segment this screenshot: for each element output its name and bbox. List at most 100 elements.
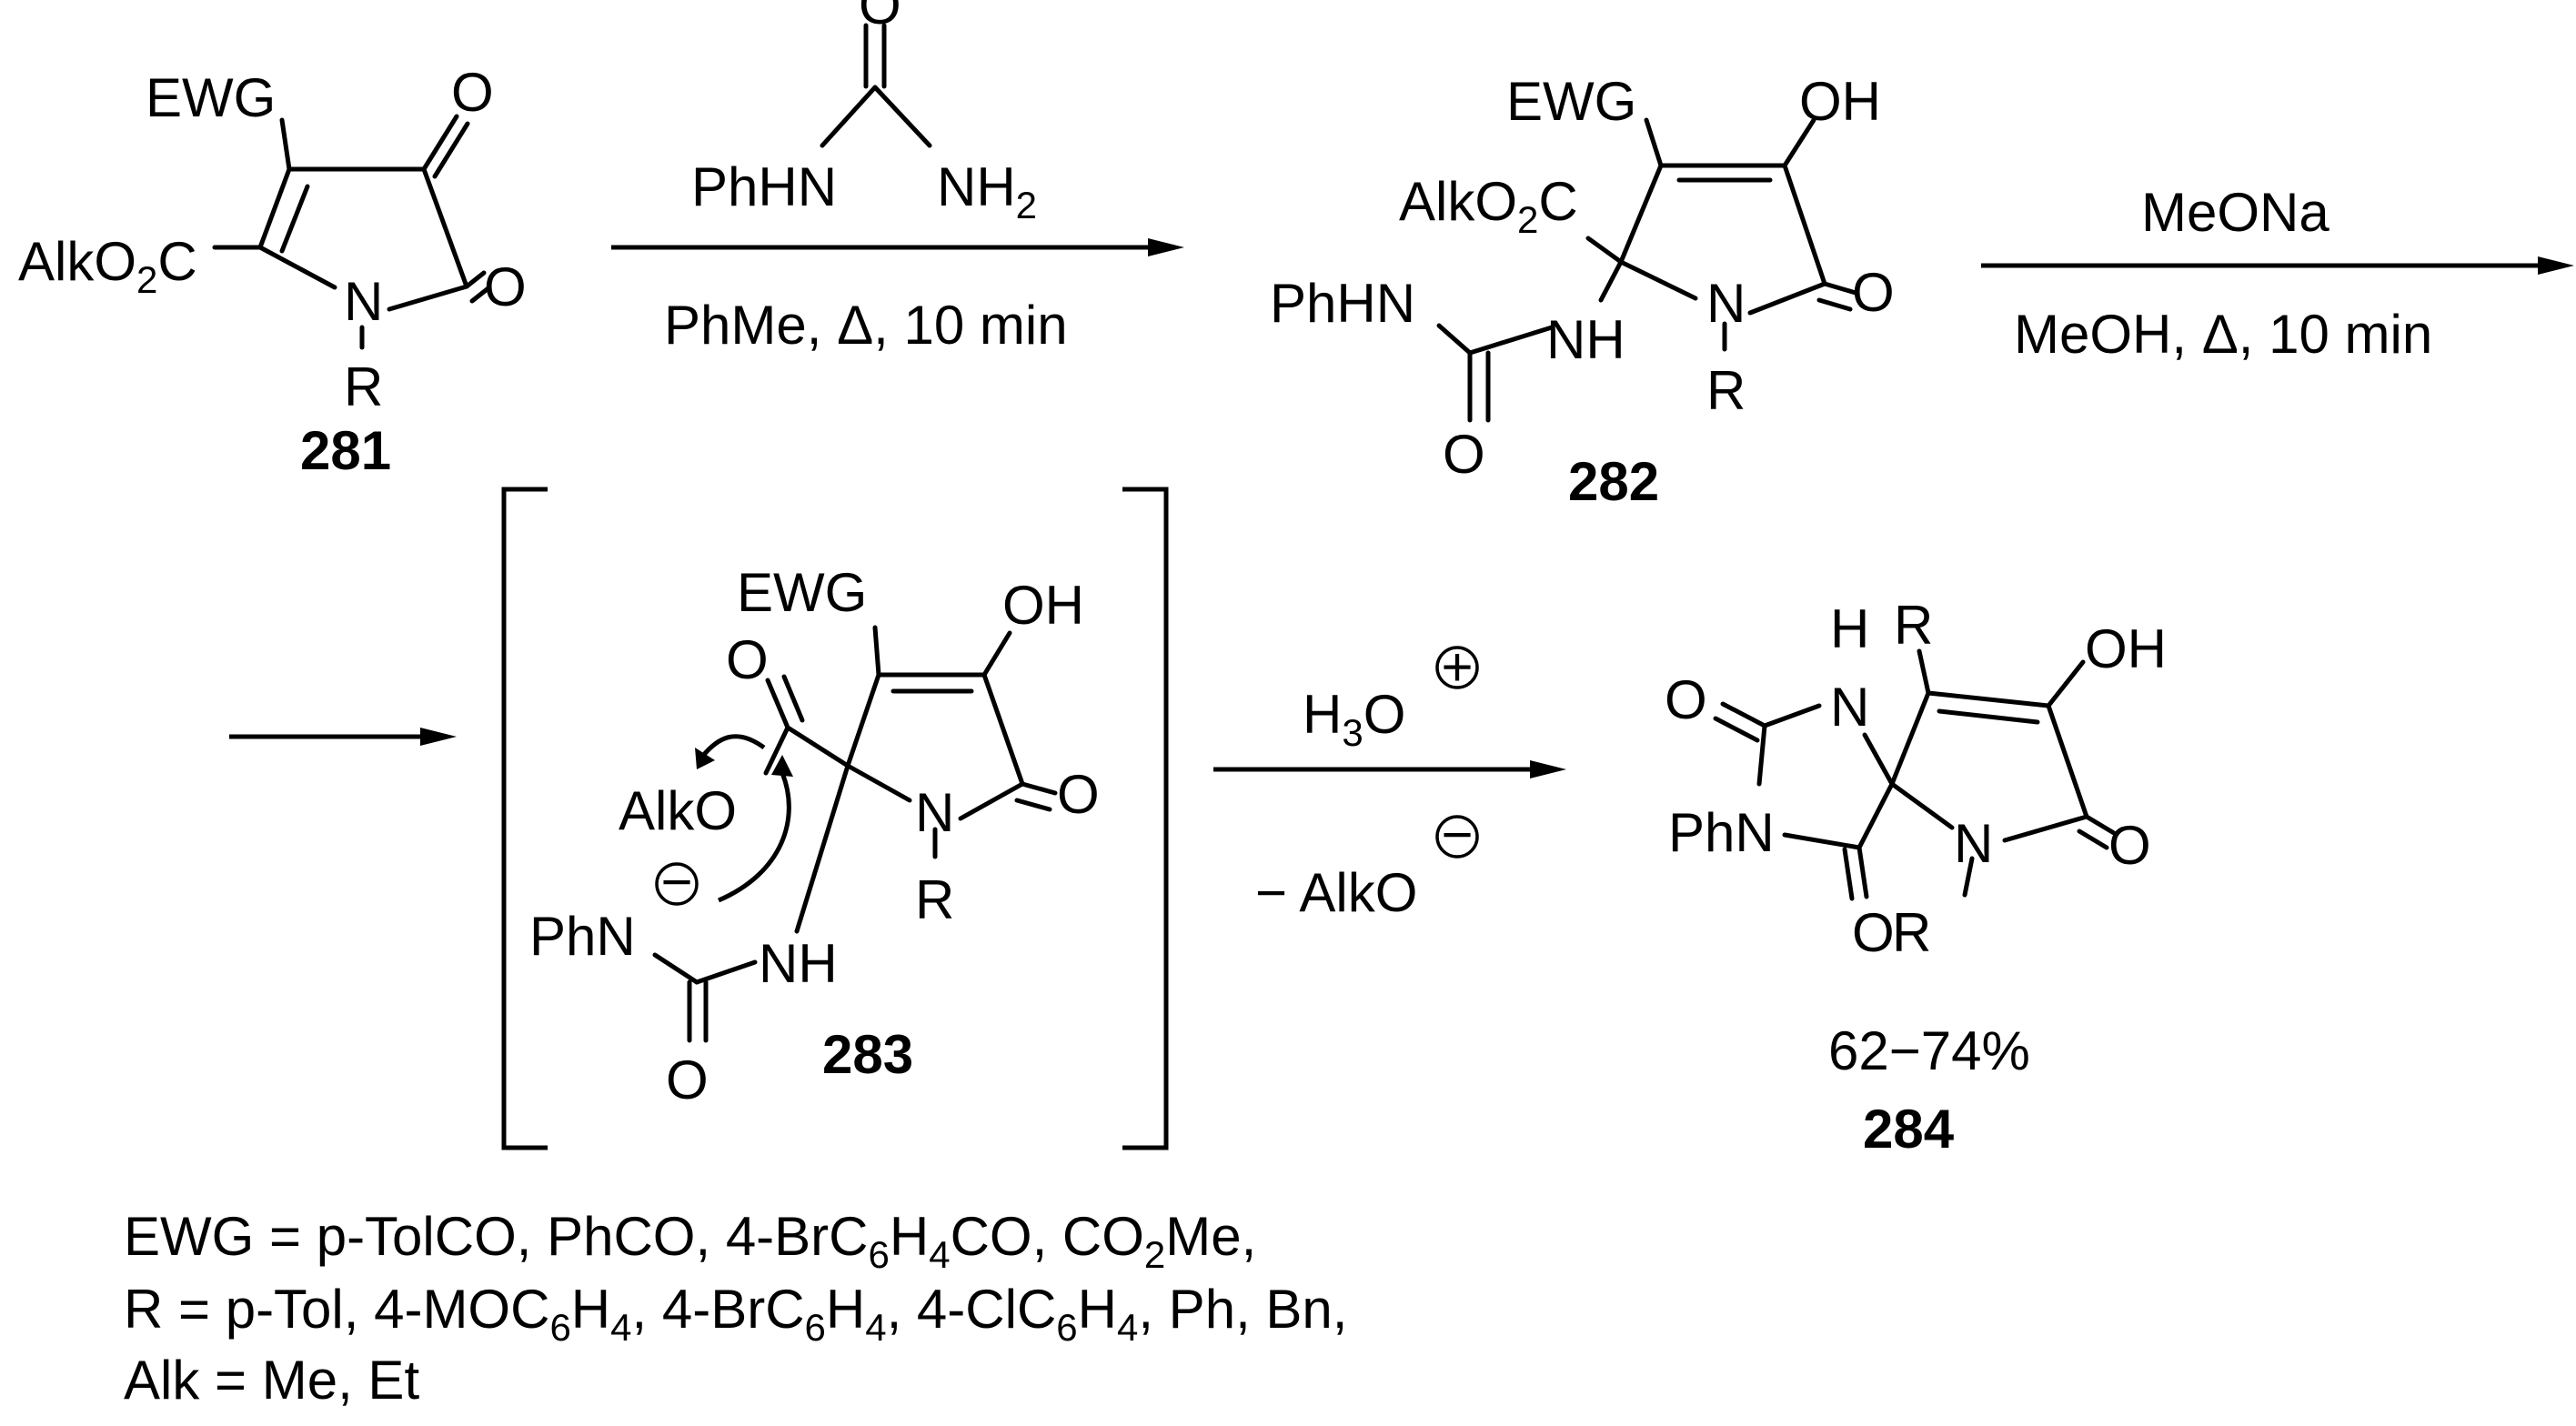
bond: [1618, 163, 1664, 265]
charge-sign: +: [1441, 637, 1473, 698]
conditions-label: MeOH, Δ, 10 min: [2014, 304, 2432, 365]
reagent-label: MeONa: [2141, 182, 2329, 243]
ewg-label: EWG: [146, 67, 276, 128]
byproduct-label: − AlkO: [1255, 862, 1417, 923]
oxygen-label: O: [859, 0, 901, 35]
arrowhead: [771, 755, 793, 777]
bond: [1436, 323, 1473, 356]
hydrogen-label: H: [1830, 598, 1869, 659]
bond: [1782, 117, 1816, 168]
r-label: R: [1894, 595, 1933, 656]
hydroxyl-label: OH: [1002, 575, 1084, 636]
charge-sign: −: [660, 851, 692, 912]
oxygen-label: O: [1852, 902, 1895, 963]
bond: [1756, 723, 1767, 787]
bond: [694, 959, 758, 985]
bond: [1585, 236, 1624, 265]
continuation-arrow: [229, 728, 457, 746]
alkyl-ester-label: AlkO2C: [1399, 171, 1578, 241]
ewg-label: EWG: [1506, 71, 1636, 132]
oxygen-label: O: [1852, 262, 1895, 323]
r-label: R: [915, 869, 954, 930]
bond: [257, 166, 292, 250]
reagent-label: H3O: [1303, 684, 1405, 754]
nitrogen-label: N: [1954, 813, 1993, 874]
ewg-label: EWG: [737, 562, 867, 623]
bond: [763, 725, 790, 776]
bond: [1713, 716, 1760, 743]
right-bracket: [1122, 487, 1169, 1150]
bond: [1644, 117, 1664, 168]
bond: [1962, 856, 1975, 898]
bond: [1720, 701, 1767, 728]
negative-charge: [1435, 815, 1479, 859]
bond: [2084, 814, 2117, 836]
negative-charge: [655, 862, 699, 906]
bond: [872, 625, 881, 678]
bond: [1747, 281, 1827, 316]
oxygen-label: O: [484, 256, 527, 317]
bond: [2077, 828, 2109, 850]
bond: [794, 763, 850, 934]
bond: [1857, 781, 1895, 850]
bond: [469, 285, 492, 304]
arrowhead: [1148, 238, 1184, 256]
bond: [432, 121, 470, 179]
arrowhead: [2538, 256, 2574, 275]
compound-283: EWG OH O N R O AlkO PhN − NH O 283: [529, 562, 1100, 1110]
nitrogen-label: N: [1830, 677, 1869, 738]
oxygen-label: O: [2108, 815, 2151, 876]
bond: [872, 85, 932, 148]
bond: [257, 245, 337, 290]
compound-number-282: 282: [1568, 451, 1659, 512]
reagent-label: NH2: [937, 156, 1037, 226]
bond: [1842, 847, 1855, 901]
r-label: R: [1892, 902, 1931, 963]
bond: [765, 678, 790, 730]
reaction-step-1: O PhHN NH2 PhMe, Δ, 10 min: [611, 0, 1184, 356]
phenylamide-label: PhN: [529, 906, 636, 967]
bond: [2046, 703, 2089, 819]
hydroxyl-label: OH: [2085, 618, 2167, 679]
phenylamide-label: PhN: [1668, 802, 1775, 863]
bond: [1917, 648, 1931, 696]
curved-arrow: [700, 734, 766, 758]
bond: [1926, 690, 2051, 708]
bond: [421, 114, 459, 172]
nitrogen-label: N: [344, 271, 383, 332]
legend-line-alk: Alk = Me, Et: [124, 1350, 419, 1411]
conditions-label: PhMe, Δ, 10 min: [664, 295, 1068, 356]
nh-label: NH: [1546, 309, 1625, 370]
alkyl-ester-label: AlkO2C: [18, 231, 197, 301]
compound-number-284: 284: [1863, 1099, 1955, 1160]
arrowhead: [695, 748, 715, 769]
left-bracket: [501, 487, 548, 1150]
nh-label: NH: [759, 933, 838, 994]
arrowhead: [420, 728, 457, 746]
hydroxyl-label: OH: [1799, 71, 1881, 132]
bond: [1862, 732, 1895, 787]
bond: [781, 674, 805, 723]
bond: [387, 284, 469, 312]
nitrogen-label: N: [915, 782, 954, 843]
legend-line-r: R = p-Tol, 4-MOC6H4, 4-BrC6H4, 4-ClC6H4,…: [124, 1279, 1347, 1349]
bond: [845, 672, 881, 768]
phenylamino-label: PhHN: [1270, 273, 1415, 334]
bond: [820, 85, 878, 148]
substituent-legend: EWG = p-TolCO, PhCO, 4-BrC6H4CO, CO2Me, …: [124, 1206, 1347, 1411]
bond: [2046, 659, 2086, 708]
legend-line-ewg: EWG = p-TolCO, PhCO, 4-BrC6H4CO, CO2Me,: [124, 1206, 1256, 1276]
oxygen-label: O: [726, 629, 769, 690]
compound-number-283: 283: [822, 1024, 913, 1085]
bond: [1467, 325, 1555, 356]
bond: [1822, 281, 1858, 296]
r-label: R: [344, 356, 383, 417]
bond: [1014, 798, 1052, 812]
reaction-step-3: H3O + − AlkO −: [1213, 637, 1566, 923]
bond: [1889, 781, 1955, 830]
compound-281: EWG O O N R AlkO2C 281: [18, 62, 527, 481]
bond: [421, 166, 469, 289]
bond: [279, 117, 292, 172]
oxygen-label: O: [666, 1049, 709, 1110]
bond: [1782, 163, 1827, 286]
